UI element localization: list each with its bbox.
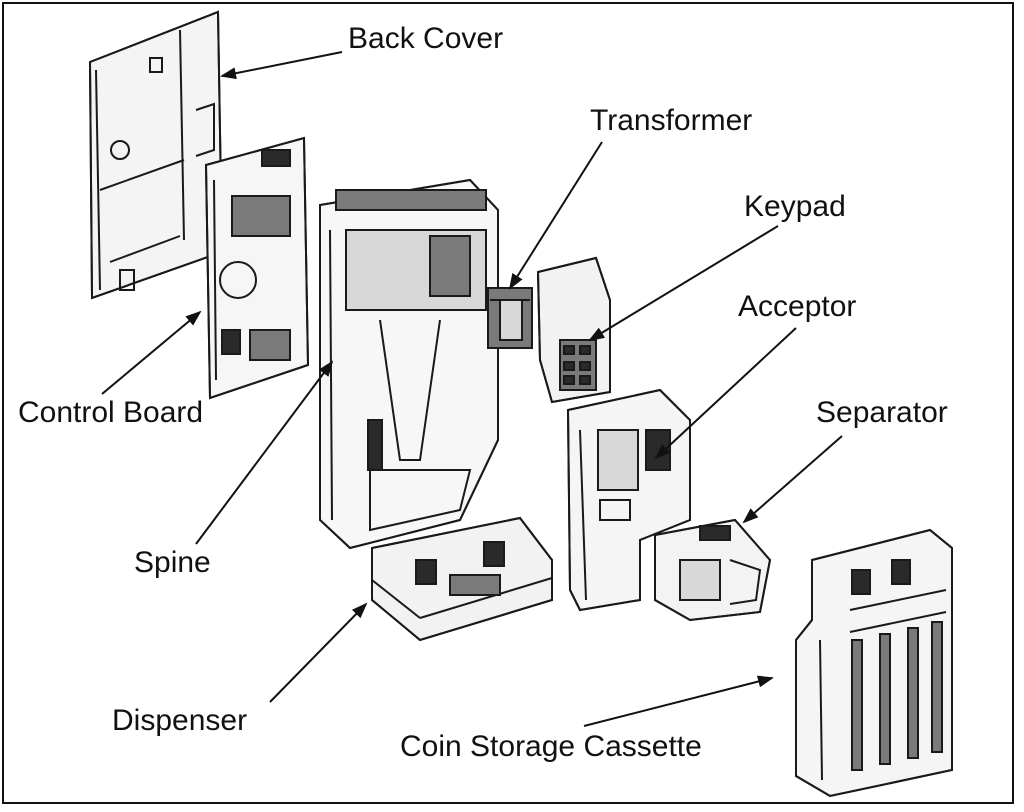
spine-label: Spine	[134, 546, 211, 579]
back-cover-leader	[220, 51, 343, 80]
coin-storage-cassette-label: Coin Storage Cassette	[400, 730, 702, 763]
coin-storage-cassette-leader	[583, 675, 774, 727]
keypad-part	[536, 256, 611, 404]
transformer-leader	[508, 141, 603, 290]
spine-leader	[195, 360, 334, 545]
dispenser-leader	[269, 602, 368, 703]
transformer-part	[487, 287, 533, 349]
control-board-label: Control Board	[18, 396, 204, 429]
control-board-part	[204, 136, 310, 400]
keypad-leader	[588, 225, 779, 342]
dispenser-part	[371, 516, 553, 642]
coin-storage-cassette-part	[795, 528, 953, 798]
acceptor-label: Acceptor	[738, 290, 857, 323]
keypad-label: Keypad	[744, 190, 846, 223]
acceptor-leader	[654, 327, 797, 460]
separator-part	[654, 518, 772, 622]
separator-label: Separator	[816, 396, 948, 429]
back-cover-part	[88, 10, 224, 300]
dispenser-label: Dispenser	[112, 704, 248, 737]
separator-leader	[742, 435, 843, 524]
back-cover-label: Back Cover	[348, 22, 504, 55]
control-board-leader	[101, 310, 202, 395]
transformer-label: Transformer	[590, 104, 753, 137]
spine-part	[319, 178, 499, 550]
